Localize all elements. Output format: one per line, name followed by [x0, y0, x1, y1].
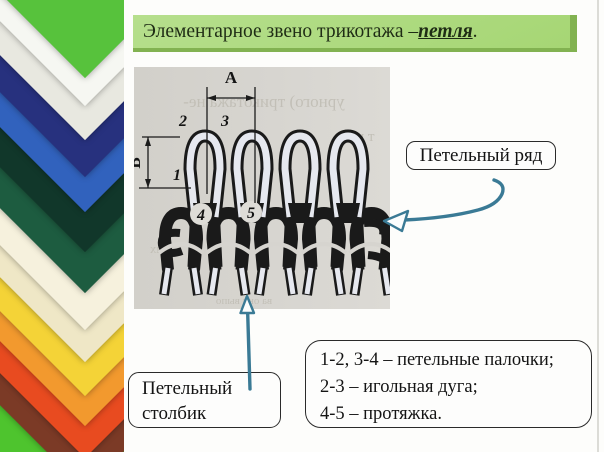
knit-loop-diagram: урного) трикотажа не- т нс хглх ва оки в…: [125, 67, 395, 309]
paper-stack-decoration: [0, 0, 124, 452]
point-label-3: 3: [220, 113, 229, 130]
legend-box: 1-2, 3-4 – петельные палочки; 2-3 – игол…: [305, 340, 592, 428]
callout-loop-column: Петельный столбик: [128, 372, 281, 428]
knit-loop-svg: урного) трикотажа не- т нс хглх ва оки в…: [125, 68, 395, 307]
slide-title-text: Элементарное звено трикотажа –: [143, 20, 419, 42]
dimension-B: В: [125, 136, 191, 189]
callout-loop-row-label: Петельный ряд: [419, 144, 543, 166]
bottom-legs: [159, 266, 394, 296]
loop-heads: [183, 129, 370, 223]
legend-line: 1-2, 3-4 – петельные палочки;: [320, 350, 554, 370]
slide-title-period: .: [472, 20, 478, 42]
legend-line: 4-5 – протяжка.: [320, 403, 442, 424]
slide-title-emphasis: петля: [418, 20, 473, 42]
dimension-A-label: А: [225, 68, 238, 87]
callout-loop-column-line2: столбик: [142, 403, 207, 425]
sinker-arcs: [157, 242, 395, 255]
label-halo: [240, 201, 262, 223]
dimension-B-label: В: [134, 157, 144, 168]
callout-loop-row: Петельный ряд: [406, 141, 556, 170]
point-label-1: 1: [173, 167, 181, 184]
point-label-4: 4: [196, 207, 205, 224]
callout-loop-column-line1: Петельный: [142, 378, 233, 399]
dimension-A: А: [206, 68, 256, 203]
slide-title: Элементарное звено трикотажа – петля.: [133, 15, 577, 52]
page-edge-line: [597, 0, 599, 452]
point-label-5: 5: [247, 205, 255, 222]
label-halo: [190, 203, 212, 225]
legend-line: 2-3 – игольная дуга;: [320, 376, 478, 397]
scan-ghost-text: урного) трикотажа не-: [183, 92, 345, 111]
row-arrow: [382, 178, 505, 233]
scan-ghost-text: ва оки выпо: [215, 295, 272, 307]
point-label-2: 2: [178, 113, 187, 130]
